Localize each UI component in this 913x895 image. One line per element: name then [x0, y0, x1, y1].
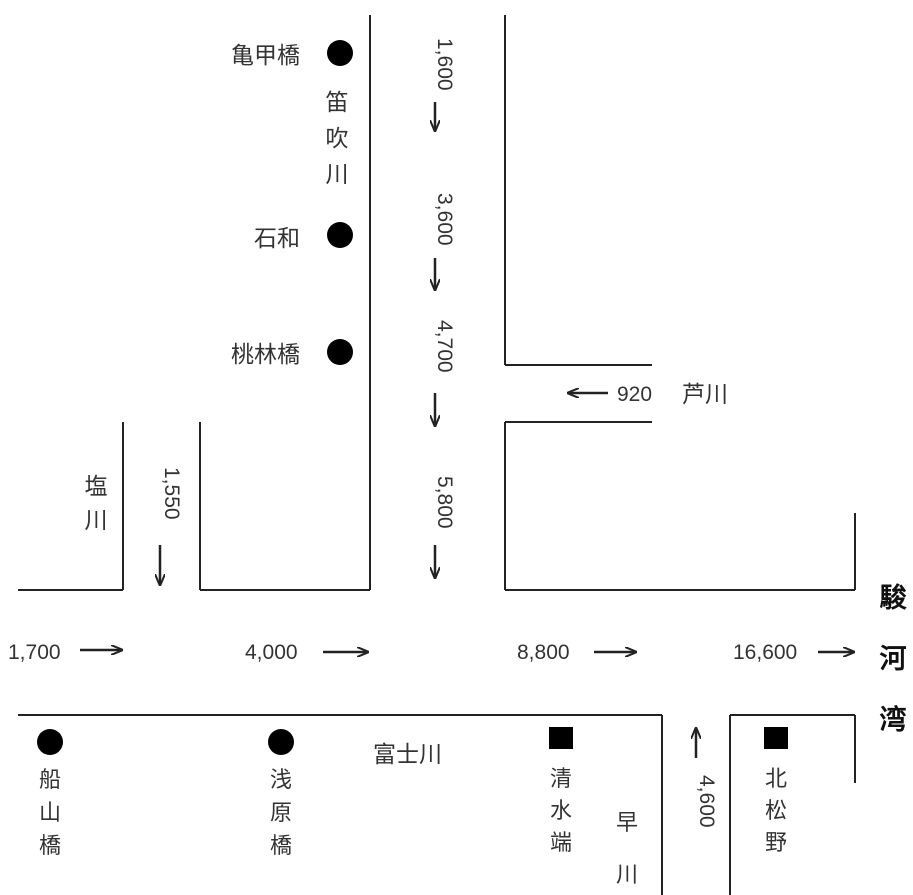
char-2: 山: [39, 801, 61, 826]
station-square-marker: [764, 727, 788, 749]
char-2: 河: [880, 644, 907, 675]
flow-shio: 1,550: [160, 467, 183, 585]
station-circle-marker: [37, 729, 63, 755]
char-2: 川: [616, 863, 638, 888]
flow-fuefuki-4: 5,800: [433, 476, 456, 578]
station-name: 亀甲橋: [231, 43, 300, 69]
station-funayamabashi: 船 山 橋: [37, 729, 63, 859]
station-shimizubata: 清 水 端: [549, 727, 573, 856]
flow-value: 4,600: [695, 775, 718, 828]
char-1: 笛: [326, 90, 349, 116]
char-1: 北: [765, 767, 787, 792]
station-name: 石和: [254, 226, 300, 252]
station-kitamatsuno: 北 松 野: [764, 727, 788, 856]
flow-main-2: 4,000: [245, 641, 368, 664]
char-3: 川: [326, 162, 349, 188]
flow-value: 8,800: [517, 641, 570, 664]
station-momobayashibashi: 桃林橋: [231, 339, 353, 368]
flow-value: 16,600: [733, 641, 797, 664]
char-2: 原: [270, 801, 292, 826]
flow-value: 5,800: [433, 476, 456, 529]
flow-main-4: 16,600: [733, 641, 854, 664]
river-banks: [18, 15, 856, 895]
flow-value: 4,700: [433, 320, 456, 373]
char-1: 浅: [270, 768, 292, 793]
station-asaharabashi: 浅 原 橋: [268, 729, 294, 859]
char-2: 吹: [326, 126, 349, 152]
flow-value: 4,000: [245, 641, 298, 664]
flow-value: 1,550: [160, 467, 183, 520]
flow-value: 1,700: [8, 641, 61, 664]
river-label-shio: 塩 川: [85, 474, 108, 534]
char-3: 端: [550, 831, 572, 856]
station-circle-marker: [268, 729, 294, 755]
station-kamekobashi: 亀甲橋: [231, 40, 353, 69]
char-3: 野: [765, 831, 787, 856]
bay-label: 駿 河 湾: [880, 583, 908, 736]
char-3: 橋: [270, 834, 292, 859]
station-isawa: 石和: [254, 222, 353, 252]
char-1: 船: [39, 768, 61, 793]
flow-value: 920: [617, 383, 652, 406]
flow-main-3: 8,800: [517, 641, 636, 664]
flow-value: 3,600: [433, 193, 456, 246]
char-1: 早: [616, 811, 638, 836]
char-3: 橋: [39, 834, 61, 859]
flow-fuefuki-2: 3,600: [433, 193, 456, 290]
flow-ashi: 920 芦川: [568, 382, 728, 408]
flow-value: 1,600: [433, 38, 456, 91]
char-1: 塩: [85, 474, 108, 500]
flow-haya: 4,600: [695, 728, 718, 828]
char-2: 松: [765, 799, 787, 824]
river-label-haya: 早 川: [616, 811, 638, 888]
char-2: 川: [85, 508, 108, 534]
flow-fuefuki-3: 4,700: [433, 320, 456, 426]
flow-main-1: 1,700: [8, 641, 122, 664]
station-circle-marker: [327, 40, 353, 66]
char-3: 湾: [880, 704, 907, 736]
river-label-fuji: 富士川: [373, 742, 442, 768]
station-name: 桃林橋: [231, 342, 300, 368]
char-1: 清: [550, 767, 572, 792]
station-circle-marker: [327, 339, 353, 365]
char-1: 駿: [880, 583, 908, 614]
char-2: 水: [550, 799, 572, 824]
station-square-marker: [549, 727, 573, 749]
river-label-fuefuki: 笛 吹 川: [326, 90, 349, 188]
station-circle-marker: [327, 222, 353, 248]
flow-fuefuki-1: 1,600: [433, 38, 456, 131]
river-label-ashi: 芦川: [682, 382, 728, 408]
